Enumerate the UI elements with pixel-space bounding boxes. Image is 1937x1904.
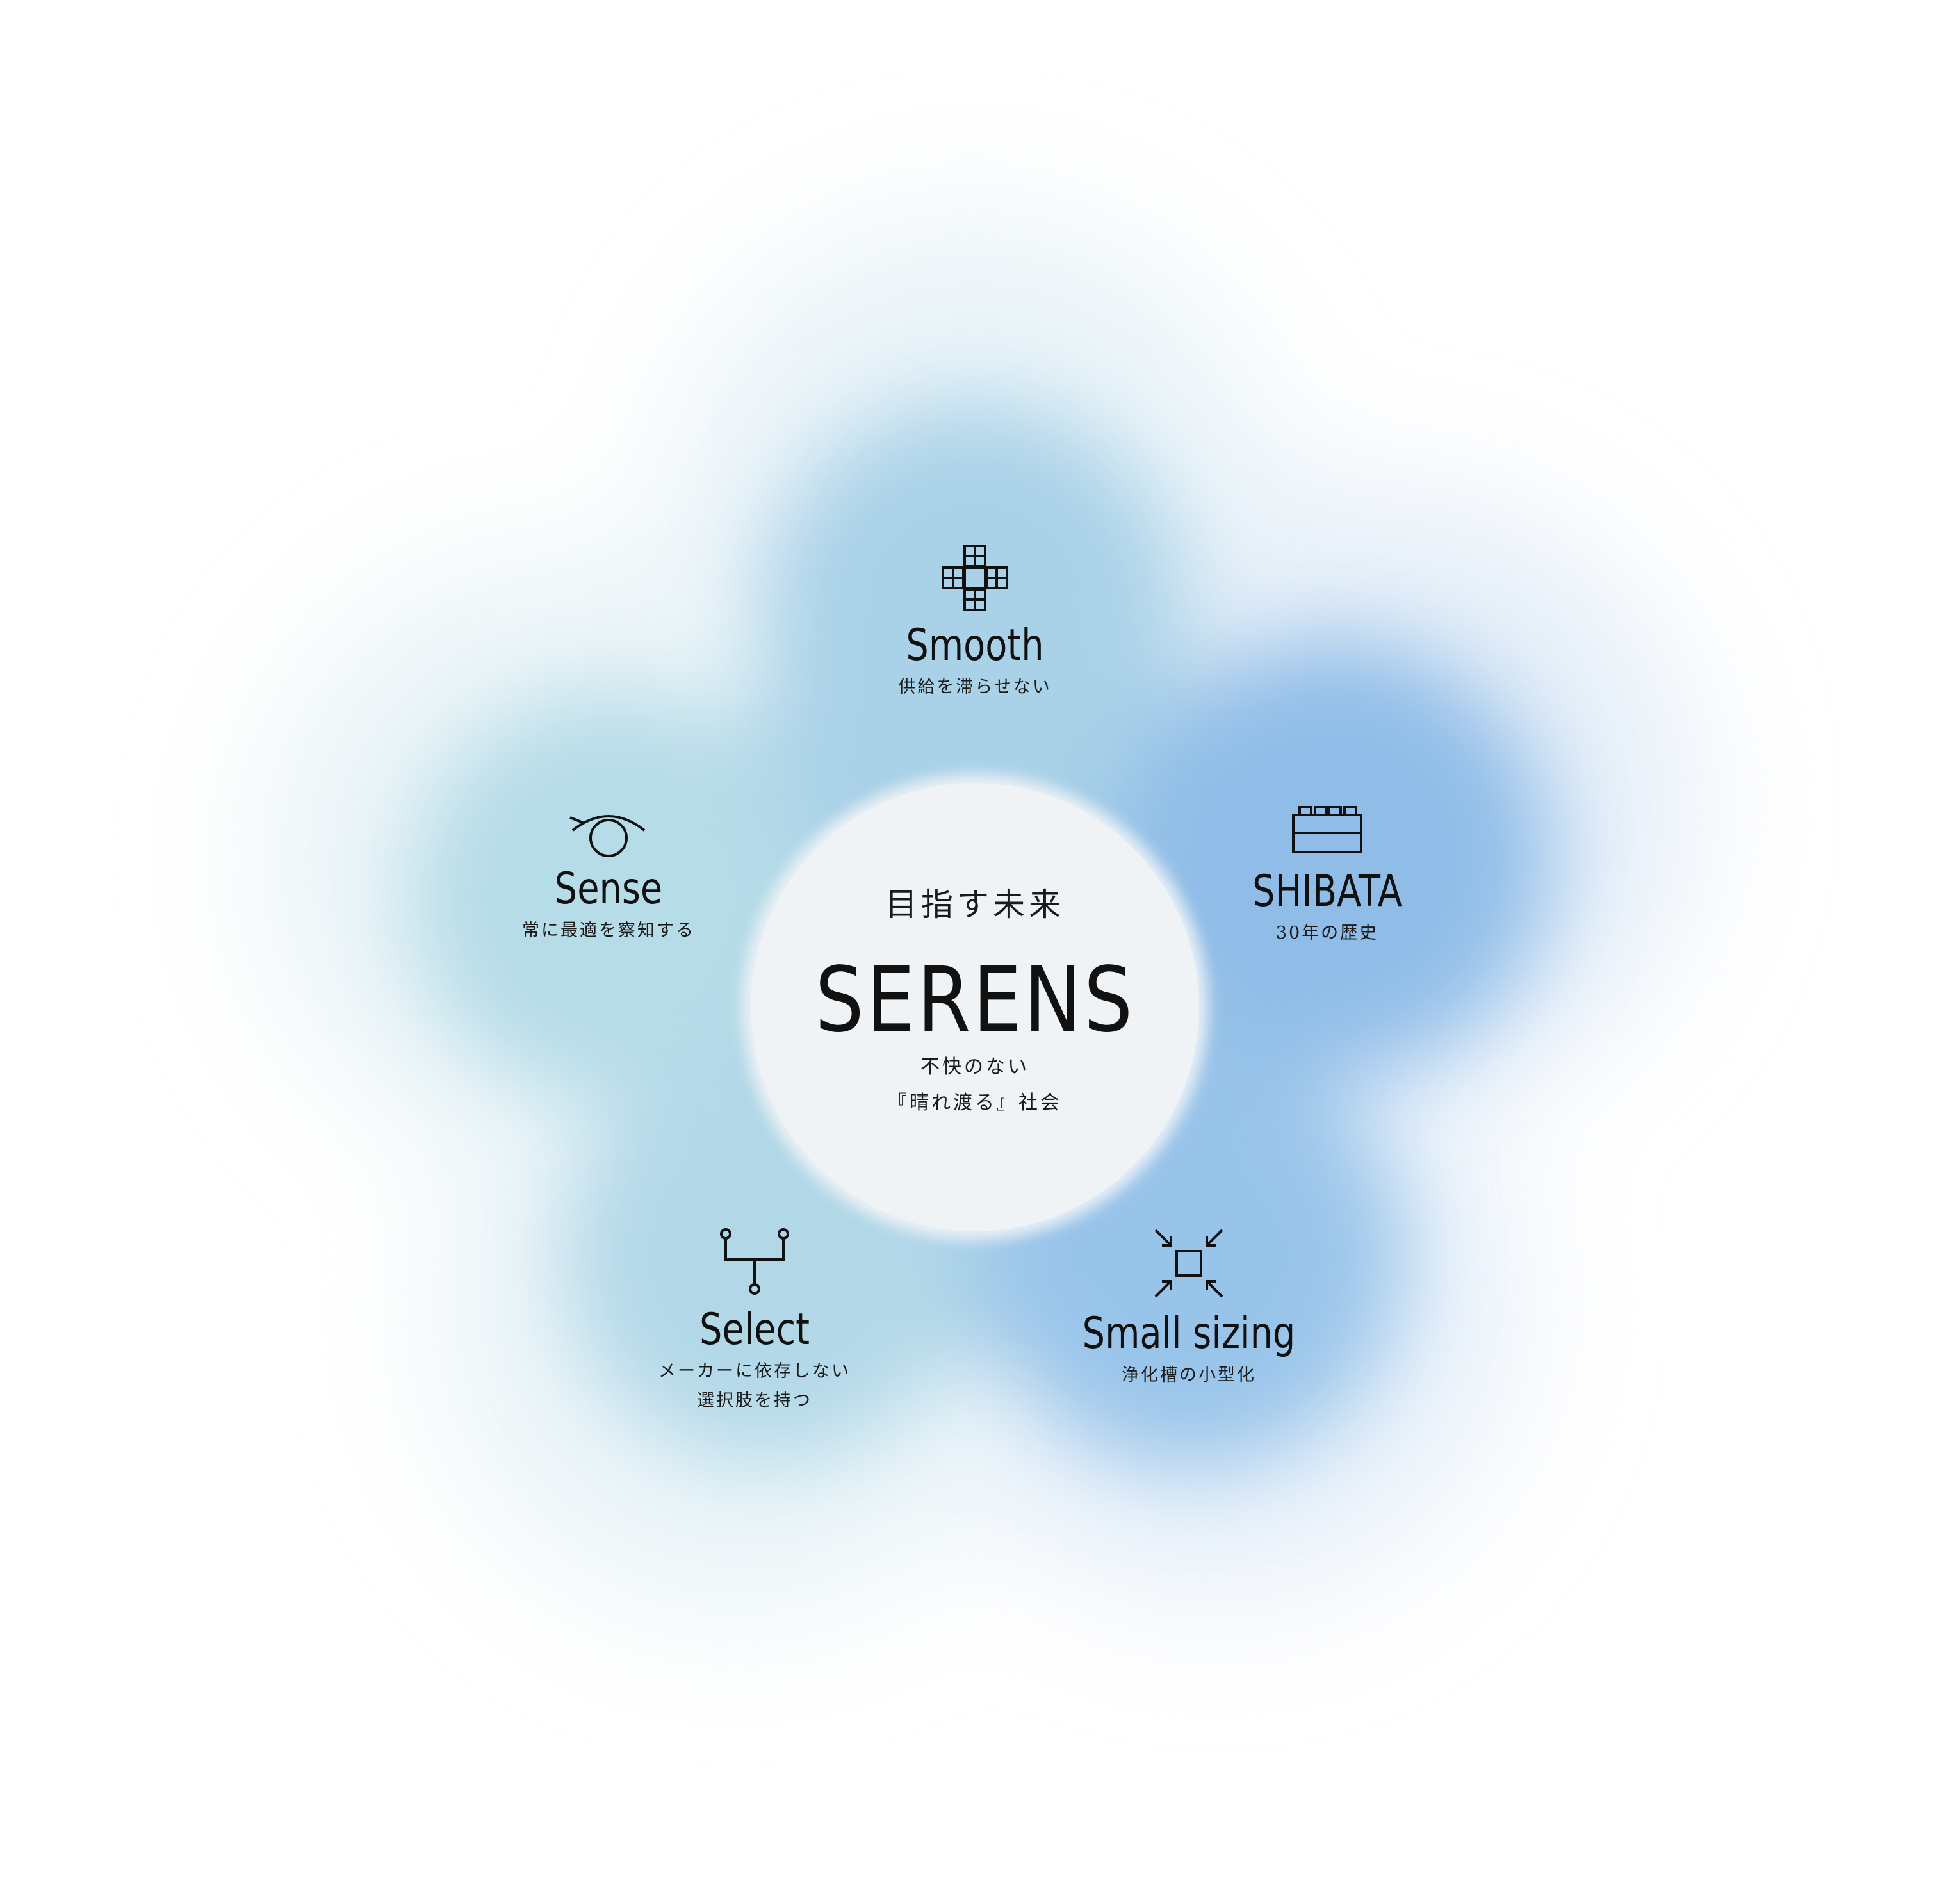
shrink-arrows-icon <box>1154 1229 1223 1298</box>
cross-blocks-icon <box>942 545 1008 611</box>
center-caption-line1: 不快のない <box>920 1056 1029 1078</box>
branch-connector-icon <box>720 1228 789 1295</box>
center-caption-line2: 『晴れ渡る』社会 <box>888 1092 1062 1114</box>
node-smooth-desc: 供給を滞らせない <box>898 677 1052 697</box>
node-shibata: SHIBATA 30年の歴史 <box>1161 805 1494 949</box>
node-select-title: Select <box>699 1304 810 1355</box>
eye-icon <box>569 815 646 857</box>
node-select-desc-line2: 選択肢を持つ <box>697 1391 812 1411</box>
node-smooth-title: Smooth <box>906 620 1044 671</box>
node-small-sizing: Small sizing 浄化槽の小型化 <box>1022 1227 1355 1391</box>
node-sense-title: Sense <box>554 864 663 914</box>
node-select-desc-line1: メーカーに依存しない <box>658 1361 851 1381</box>
center-circle <box>751 783 1199 1231</box>
node-sense: Sense 常に最適を察知する <box>442 814 775 947</box>
block-brick-icon <box>1292 806 1362 853</box>
node-small-sizing-title: Small sizing <box>1082 1308 1296 1359</box>
center-subtitle: 目指す未来 <box>885 886 1065 923</box>
node-smooth: Smooth 供給を滞らせない <box>808 545 1141 703</box>
node-shibata-title: SHIBATA <box>1252 866 1402 917</box>
node-small-sizing-desc: 浄化槽の小型化 <box>1122 1365 1256 1385</box>
node-select: Select メーカーに依存しない 選択肢を持つ <box>588 1227 921 1417</box>
center-title: SERENS <box>815 948 1135 1053</box>
node-shibata-desc: 30年の歴史 <box>1275 923 1379 943</box>
node-sense-desc: 常に最適を察知する <box>522 921 695 940</box>
